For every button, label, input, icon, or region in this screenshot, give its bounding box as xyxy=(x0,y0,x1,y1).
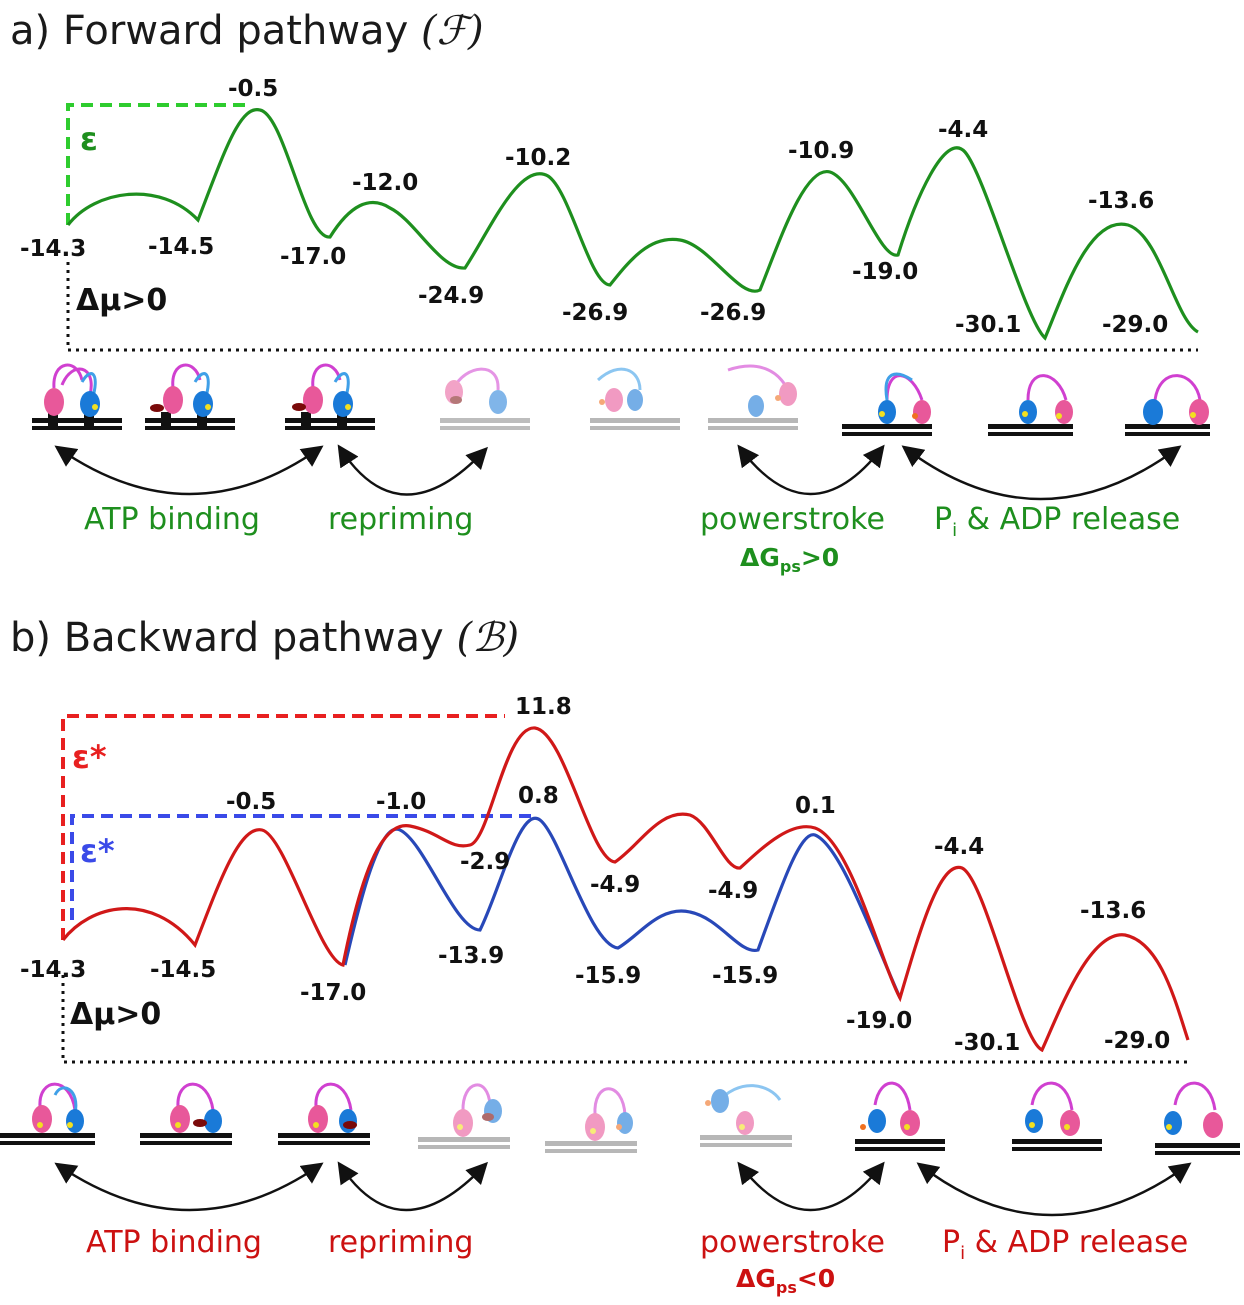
arrow-powerstroke xyxy=(737,1161,885,1212)
motor-state-icon xyxy=(140,1082,232,1145)
energy-value-label: -14.3 xyxy=(20,236,87,262)
panel-b-red-curve xyxy=(61,726,1190,1053)
energy-value-label: -0.5 xyxy=(226,789,277,815)
panel-b-epsilon-blue-bracket xyxy=(70,814,535,920)
panel-b-energy-landscape xyxy=(61,714,1192,1064)
motor-state-icon xyxy=(708,364,798,430)
panel-a-delta-g-label: ΔGps>0 xyxy=(740,543,840,576)
panel-a-epsilon-label: ε xyxy=(80,120,98,158)
panel-a-title-symbol: (ℱ) xyxy=(420,8,484,54)
step-label-atp-binding: ATP binding xyxy=(86,1225,262,1260)
panel-a-delta-mu-line xyxy=(66,262,1198,352)
panel-a-title: a) Forward pathway (ℱ) xyxy=(10,8,484,54)
energy-value-label: -30.1 xyxy=(955,312,1022,338)
motor-state-icon xyxy=(440,367,530,430)
motor-state-icon xyxy=(988,374,1073,436)
energy-value-label: -4.9 xyxy=(590,872,641,898)
panel-b-epsilon-blue-label: ε* xyxy=(80,832,115,870)
energy-value-label: -26.9 xyxy=(562,300,629,326)
panel-b-blue-curve xyxy=(343,816,902,999)
panel-b-delta-mu-label: Δμ>0 xyxy=(70,997,162,1032)
motor-state-icon xyxy=(842,372,932,436)
energy-value-label: -13.9 xyxy=(438,943,505,969)
panel-a-transition-arrows xyxy=(54,444,1182,501)
energy-value-label: -30.1 xyxy=(954,1030,1021,1056)
step-label-atp-binding: ATP binding xyxy=(84,502,260,537)
energy-value-label: -19.0 xyxy=(846,1008,913,1034)
step-label-release: Pi & ADP release xyxy=(942,1225,1189,1264)
energy-value-label: -29.0 xyxy=(1104,1028,1171,1054)
panel-a-energy-landscape xyxy=(66,103,1199,352)
arrow-release xyxy=(916,1162,1192,1217)
motor-state-icon xyxy=(418,1083,510,1149)
energy-value-label: 0.8 xyxy=(518,783,559,809)
arrow-powerstroke xyxy=(737,444,885,495)
energy-value-label: -4.4 xyxy=(934,834,985,860)
panel-b-motor-states xyxy=(0,1081,1240,1155)
energy-value-label: -12.0 xyxy=(352,170,419,196)
energy-value-label: -14.5 xyxy=(150,957,217,983)
motor-state-icon xyxy=(700,1084,792,1147)
energy-value-label: -14.3 xyxy=(20,957,87,983)
step-label-repriming: repriming xyxy=(328,502,474,537)
panel-a-motor-states xyxy=(32,363,1210,436)
motor-state-icon xyxy=(285,363,375,430)
panel-b-transition-arrows xyxy=(54,1161,1192,1217)
energy-value-label: -0.5 xyxy=(228,76,279,102)
energy-value-label: -4.9 xyxy=(708,878,759,904)
energy-value-label: -17.0 xyxy=(280,244,347,270)
motor-state-icon xyxy=(590,367,680,430)
motor-state-icon xyxy=(0,1082,95,1145)
motor-state-icon xyxy=(855,1081,945,1151)
motor-state-icon xyxy=(278,1082,370,1145)
arrow-atp-binding xyxy=(54,445,324,496)
energy-value-label: -13.6 xyxy=(1080,898,1147,924)
motor-state-icon xyxy=(1155,1081,1240,1155)
panel-b-epsilon-red-label: ε* xyxy=(72,738,107,776)
panel-b-epsilon-red-bracket xyxy=(61,714,505,940)
motor-state-icon xyxy=(545,1087,637,1153)
energy-value-label: -1.0 xyxy=(376,789,427,815)
energy-value-label: -4.4 xyxy=(938,117,989,143)
panel-a-title-text: a) Forward pathway xyxy=(10,8,409,54)
panel-a-delta-mu-label: Δμ>0 xyxy=(76,283,168,318)
energy-value-label: -15.9 xyxy=(575,963,642,989)
panel-b-delta-g-label: ΔGps<0 xyxy=(736,1264,836,1297)
step-label-powerstroke: powerstroke xyxy=(700,1225,885,1260)
panel-b-title: b) Backward pathway (ℬ) xyxy=(10,615,519,661)
energy-value-label: -10.2 xyxy=(505,145,572,171)
energy-value-label: 11.8 xyxy=(515,694,572,720)
energy-value-label: 0.1 xyxy=(795,793,836,819)
arrow-atp-binding xyxy=(54,1162,324,1212)
arrow-repriming xyxy=(337,1161,488,1212)
energy-value-label: -26.9 xyxy=(700,300,767,326)
motor-state-icon xyxy=(1125,374,1210,436)
energy-value-label: -29.0 xyxy=(1102,312,1169,338)
panel-b-title-symbol: (ℬ) xyxy=(456,615,520,661)
step-label-repriming: repriming xyxy=(328,1225,474,1260)
energy-value-label: -17.0 xyxy=(300,980,367,1006)
step-label-release: Pi & ADP release xyxy=(934,502,1181,541)
arrow-release xyxy=(901,445,1182,501)
energy-value-label: -2.9 xyxy=(460,849,511,875)
motor-state-icon xyxy=(145,363,235,430)
energy-value-label: -14.5 xyxy=(148,234,215,260)
panel-a-epsilon-bracket xyxy=(66,103,248,225)
motor-state-icon xyxy=(32,363,122,430)
motor-state-icon xyxy=(1012,1081,1102,1151)
energy-value-label: -15.9 xyxy=(712,963,779,989)
panel-a-forward-curve xyxy=(66,108,1199,341)
energy-value-label: -10.9 xyxy=(788,138,855,164)
panel-b-title-text: b) Backward pathway xyxy=(10,615,444,661)
arrow-repriming xyxy=(337,444,488,496)
step-label-powerstroke: powerstroke xyxy=(700,502,885,537)
energy-value-label: -24.9 xyxy=(418,283,485,309)
energy-value-label: -13.6 xyxy=(1088,188,1155,214)
energy-value-label: -19.0 xyxy=(852,259,919,285)
